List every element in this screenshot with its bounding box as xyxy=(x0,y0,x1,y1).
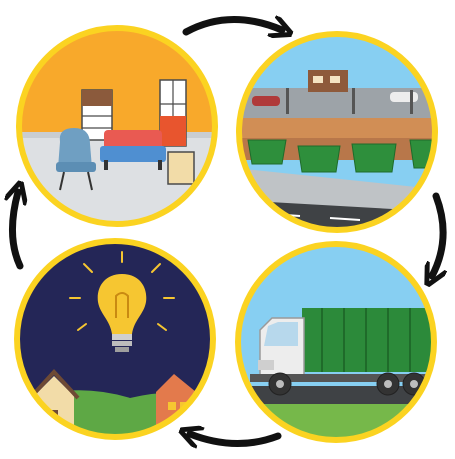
arrow-center-to-truck xyxy=(432,192,443,276)
arrow-furniture-to-center xyxy=(182,19,282,32)
cycle-arrows xyxy=(12,19,443,443)
arrow-truck-to-energy xyxy=(190,434,282,444)
stage-garbage-truck xyxy=(235,241,437,443)
light-bulb-energy-icon xyxy=(17,241,213,437)
stage-recycling-center xyxy=(236,31,438,233)
garbage-truck-icon xyxy=(238,244,434,440)
stage-energy xyxy=(14,238,216,440)
household-furniture-icon xyxy=(19,28,215,224)
arrow-energy-to-furniture xyxy=(12,192,20,270)
recycling-center-dumpsters-icon xyxy=(239,34,435,230)
stage-furniture xyxy=(16,25,218,227)
